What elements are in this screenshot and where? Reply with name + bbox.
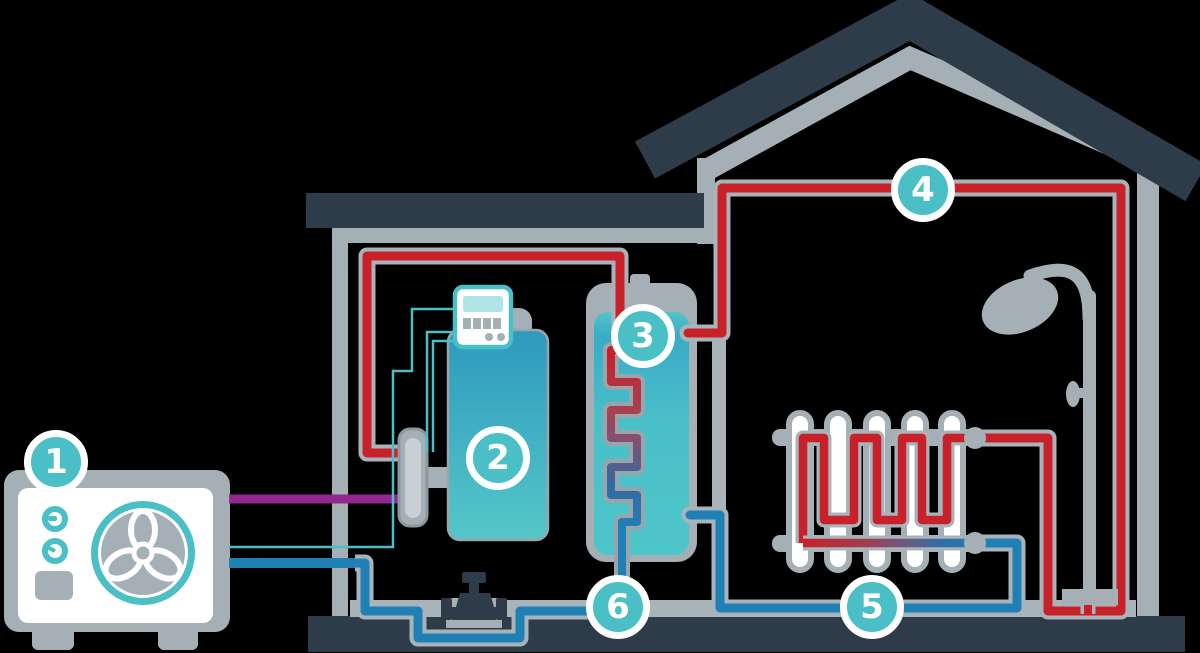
control-wire	[229, 307, 455, 549]
gauge-needle	[46, 545, 56, 553]
hot-supply-pipe-annex	[358, 247, 629, 462]
unit-connector-pipe	[424, 467, 452, 488]
right-wall	[1137, 150, 1159, 618]
unit-vent-panel	[35, 571, 73, 600]
fan-icon	[91, 501, 195, 605]
shower-arm	[1023, 263, 1096, 325]
control-wire	[431, 339, 455, 452]
control-wires	[229, 307, 455, 549]
manifold-panel	[405, 438, 421, 518]
shower-knob	[1066, 381, 1080, 407]
badge-3-hot-water-tank[interactable]: 3	[611, 304, 675, 368]
house-structure	[306, 0, 1200, 652]
valve-stem	[469, 583, 479, 593]
thermostat	[452, 284, 514, 350]
annex-left-wall	[332, 227, 348, 618]
pipe-junction	[964, 532, 986, 554]
thermostat-button	[493, 318, 501, 329]
badge-2-indoor-unit[interactable]: 2	[466, 426, 530, 490]
outdoor-heat-pump-unit	[4, 470, 230, 650]
radiator-serpentine	[798, 433, 975, 543]
badge-6-brine-pipe[interactable]: 6	[586, 575, 650, 639]
thermostat-button	[463, 318, 471, 329]
shower-base-fitting	[1062, 589, 1118, 605]
radiator	[772, 410, 986, 573]
valve-post	[496, 598, 507, 620]
valve-body	[456, 593, 494, 607]
annex-ceiling	[337, 227, 705, 243]
shower-head-icon	[981, 277, 1059, 335]
badge-4-supply-pipe[interactable]: 4	[891, 158, 955, 222]
thermostat-knob	[497, 333, 505, 341]
ground-valve	[441, 572, 507, 620]
shower	[981, 263, 1118, 605]
dial-mark	[48, 516, 57, 521]
thermostat-button	[483, 318, 491, 329]
brine-return-pipe	[229, 554, 616, 647]
pipe-junction	[964, 427, 986, 449]
shower-pole	[1083, 290, 1096, 595]
badge-5-return-pipe[interactable]: 5	[840, 575, 904, 639]
valve-post	[441, 598, 452, 620]
valve-handle	[462, 572, 486, 583]
heating-coil	[603, 342, 645, 612]
valve-base	[452, 607, 496, 620]
thermostat-display	[463, 296, 503, 312]
thermostat-knob	[485, 333, 493, 341]
main-roof	[635, 0, 1200, 202]
badge-1-outdoor-unit[interactable]: 1	[24, 430, 88, 494]
control-wire	[425, 330, 455, 452]
thermostat-button	[473, 318, 481, 329]
annex-roof	[306, 193, 704, 228]
